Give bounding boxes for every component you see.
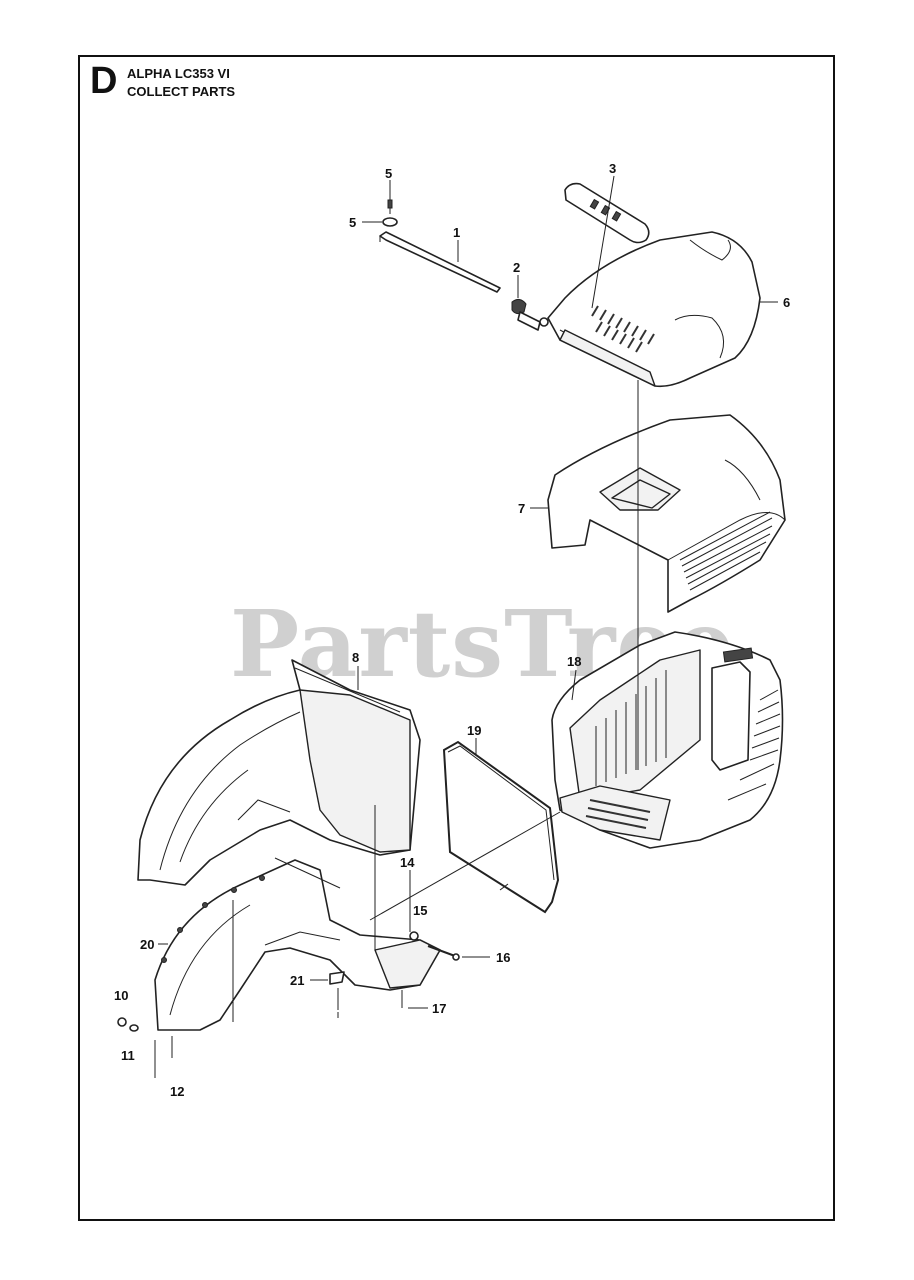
callout-17: 18 [567, 654, 581, 669]
assembly-lines [232, 380, 639, 1022]
callout-19: 20 [140, 937, 154, 952]
callout-8: 8 [352, 650, 359, 665]
callout-4: 5 [385, 166, 392, 181]
callout-10: 10 [114, 988, 128, 1003]
callout-7: 7 [518, 501, 525, 516]
part-7-cover[interactable] [547, 414, 786, 613]
callout-3: 3 [609, 161, 616, 176]
part-19-lower-chute[interactable] [154, 859, 441, 1031]
model-title: ALPHA LC353 VI [127, 66, 230, 81]
callout-2: 2 [513, 260, 520, 275]
part-17-basket[interactable] [551, 631, 784, 849]
callout-18: 19 [467, 723, 481, 738]
callout-labels: 5 5 1 2 3 6 7 8 18 19 14 15 20 16 21 17 … [114, 161, 790, 1099]
part-6-lid[interactable] [547, 231, 761, 388]
callout-20: 21 [290, 973, 304, 988]
callout-14: 15 [413, 903, 427, 918]
part-12-screw[interactable] [154, 1036, 173, 1078]
callout-12: 12 [170, 1084, 184, 1099]
section-letter: D [90, 60, 118, 102]
callout-13: 14 [400, 855, 415, 870]
part-2-spring-latch[interactable] [511, 298, 549, 331]
callout-11: 11 [121, 1048, 135, 1063]
callout-6: 6 [783, 295, 790, 310]
part-11-washer[interactable] [129, 1024, 139, 1032]
diagram-frame [78, 55, 835, 1221]
part-14-nut[interactable] [409, 931, 419, 941]
callout-15: 16 [496, 950, 510, 965]
part-1-rod[interactable] [379, 231, 501, 293]
part-18-wire-frame[interactable] [442, 740, 560, 914]
part-5-washer[interactable] [382, 217, 398, 227]
part-15-bolt[interactable] [427, 945, 460, 961]
section-subtitle: COLLECT PARTS [127, 84, 236, 99]
part-4-screw[interactable] [387, 194, 393, 214]
callout-5: 5 [349, 215, 356, 230]
callout-1: 1 [453, 225, 460, 240]
part-10-nut[interactable] [117, 1017, 127, 1027]
part-8-upper-chute[interactable] [137, 659, 421, 886]
callout-16: 17 [432, 1001, 446, 1016]
part-20-clip[interactable] [329, 971, 345, 985]
part-3-handle-grip[interactable] [564, 182, 650, 244]
callout-leaders [158, 175, 778, 1018]
